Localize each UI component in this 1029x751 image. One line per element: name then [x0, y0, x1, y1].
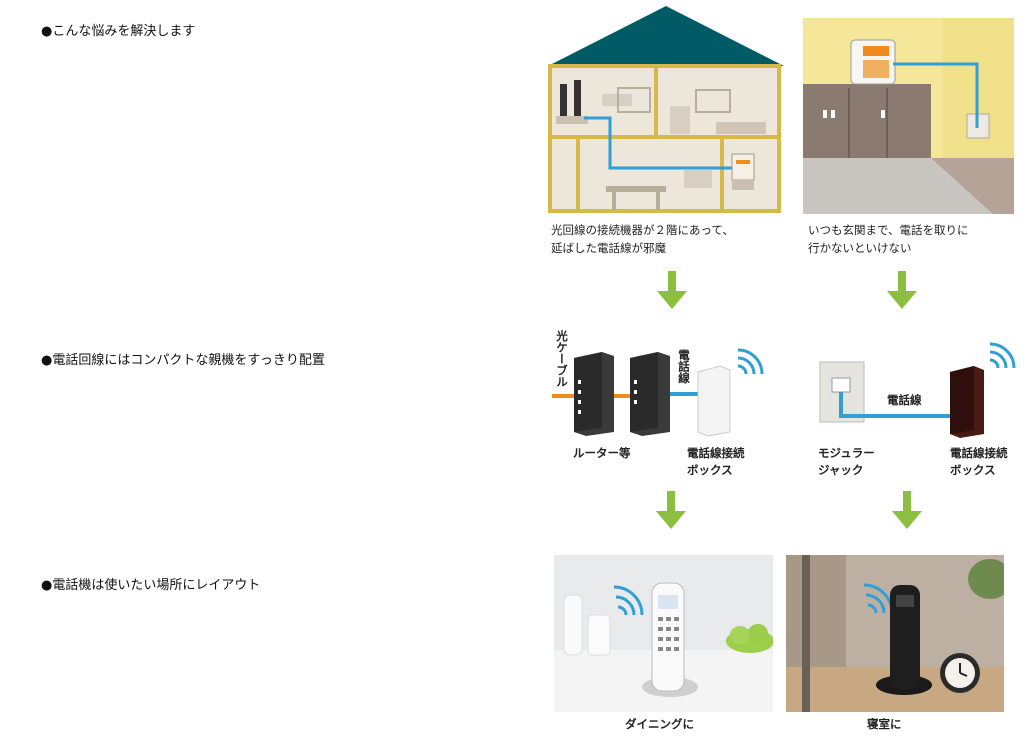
arrow-down-icon: [656, 491, 686, 531]
connection-box-label-left-line2: ボックス: [687, 463, 733, 477]
connection-box-label-left-line1: 電話線接続: [687, 446, 745, 460]
bedroom-phone-photo: [786, 555, 1004, 712]
jack-diagram: [818, 338, 1018, 438]
fiber-cable-label: 光ケーブル: [555, 330, 569, 388]
modular-jack-label-line2: ジャック: [818, 463, 864, 477]
modular-jack-label: モジュラー ジャック: [818, 445, 875, 479]
problem-caption-right-line1: いつも玄関まで、電話を取りに: [808, 223, 969, 237]
house-illustration: [546, 4, 786, 214]
dining-phone-photo: [554, 555, 773, 712]
heading-solution: ●電話回線にはコンパクトな親機をすっきり配置: [41, 353, 325, 368]
connection-box-label-right: 電話線接続 ボックス: [950, 445, 1008, 479]
heading-problem: ●こんな悩みを解決します: [41, 24, 196, 39]
arrow-down-icon: [892, 491, 922, 531]
connection-box-label-right-line1: 電話線接続: [950, 446, 1008, 460]
router-label: ルーター等: [573, 446, 631, 460]
problem-caption-right-line2: 行かないといけない: [808, 241, 912, 255]
heading-result: ●電話機は使いたい場所にレイアウト: [41, 578, 261, 593]
problem-caption-right: いつも玄関まで、電話を取りに 行かないといけない: [808, 221, 969, 257]
dining-caption: ダイニングに: [625, 717, 694, 731]
connection-box-label-left: 電話線接続 ボックス: [687, 445, 745, 479]
modular-jack-label-line1: モジュラー: [818, 446, 875, 460]
bedroom-caption: 寝室に: [867, 717, 902, 731]
arrow-down-icon: [887, 271, 917, 311]
router-diagram: [552, 336, 767, 446]
problem-caption-left-line2: 延ばした電話線が邪魔: [551, 241, 666, 255]
phone-line-label-right: 電話線: [887, 393, 922, 407]
problem-caption-left: 光回線の接続機器が２階にあって、 延ばした電話線が邪魔: [551, 221, 734, 257]
connection-box-label-right-line2: ボックス: [950, 463, 996, 477]
arrow-down-icon: [657, 271, 687, 311]
entrance-illustration: [803, 18, 1014, 214]
phone-line-label-left: 電話線: [677, 349, 691, 384]
problem-caption-left-line1: 光回線の接続機器が２階にあって、: [551, 223, 734, 237]
